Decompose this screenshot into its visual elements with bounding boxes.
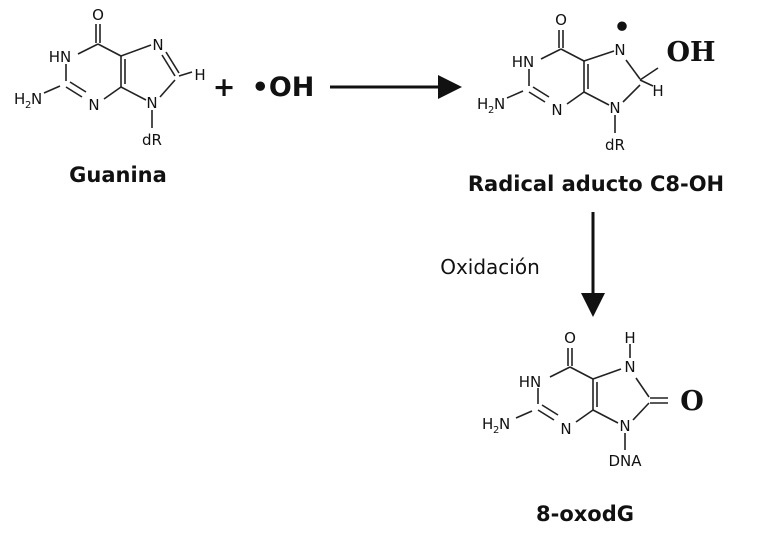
adduct-n3-label: N	[551, 101, 562, 119]
guanine-carbonyl-oxygen: O	[92, 6, 104, 24]
oxodg-carbonyl-oxygen: O	[564, 329, 576, 347]
adduct-caption: Radical aducto C8-OH	[468, 172, 724, 196]
oxodg-amino-subscript: 2	[493, 425, 499, 436]
oxodg-caption: 8-oxodG	[536, 502, 634, 526]
guanine-sugar-label: dR	[142, 131, 162, 149]
oxodg-structure: O HN H N N N H 2 N DNA	[482, 329, 668, 470]
guanine-c8-hydrogen: H	[194, 66, 205, 84]
adduct-c8-hydrogen: H	[652, 82, 663, 100]
oxodg-amino-h: H	[482, 415, 493, 433]
oxodg-keto-oxygen: O	[680, 386, 704, 417]
guanine-amino-n: N	[31, 90, 42, 108]
oxodg-n7-label: N	[624, 358, 635, 376]
guanine-n1-label: HN	[49, 48, 72, 66]
plus-sign: +	[213, 72, 236, 103]
adduct-n7-label: N	[614, 41, 625, 59]
adduct-carbonyl-oxygen: O	[555, 11, 567, 29]
adduct-amino-h: H	[477, 95, 488, 113]
oxodg-n1-label: HN	[519, 373, 542, 391]
adduct-amino-n: N	[494, 95, 505, 113]
guanine-n3-label: N	[88, 96, 99, 114]
adduct-amino-subscript: 2	[488, 105, 494, 116]
adduct-radical-dot: •	[613, 12, 630, 43]
adduct-hydroxyl: OH	[666, 37, 715, 68]
guanine-n7-label: N	[152, 36, 163, 54]
guanine-structure: O HN N H N N H 2 N dR	[14, 6, 206, 149]
oxodg-dna-label: DNA	[608, 452, 642, 470]
adduct-n9-label: N	[609, 99, 620, 117]
guanine-amino-subscript: 2	[25, 100, 31, 111]
adduct-structure: O HN N H N N H 2 N dR	[477, 11, 664, 154]
guanine-caption: Guanina	[69, 163, 167, 187]
adduct-sugar-label: dR	[605, 136, 625, 154]
guanine-amino-h: H	[14, 90, 25, 108]
oxodg-n3-label: N	[560, 420, 571, 438]
oxodg-amino-n: N	[499, 415, 510, 433]
oxodg-n7-hydrogen: H	[624, 329, 635, 347]
guanine-n9-label: N	[146, 94, 157, 112]
hydroxyl-radical: •OH	[252, 72, 315, 103]
adduct-n1-label: HN	[512, 53, 535, 71]
oxodg-n9-label: N	[619, 417, 630, 435]
oxidation-label: Oxidación	[440, 255, 540, 279]
